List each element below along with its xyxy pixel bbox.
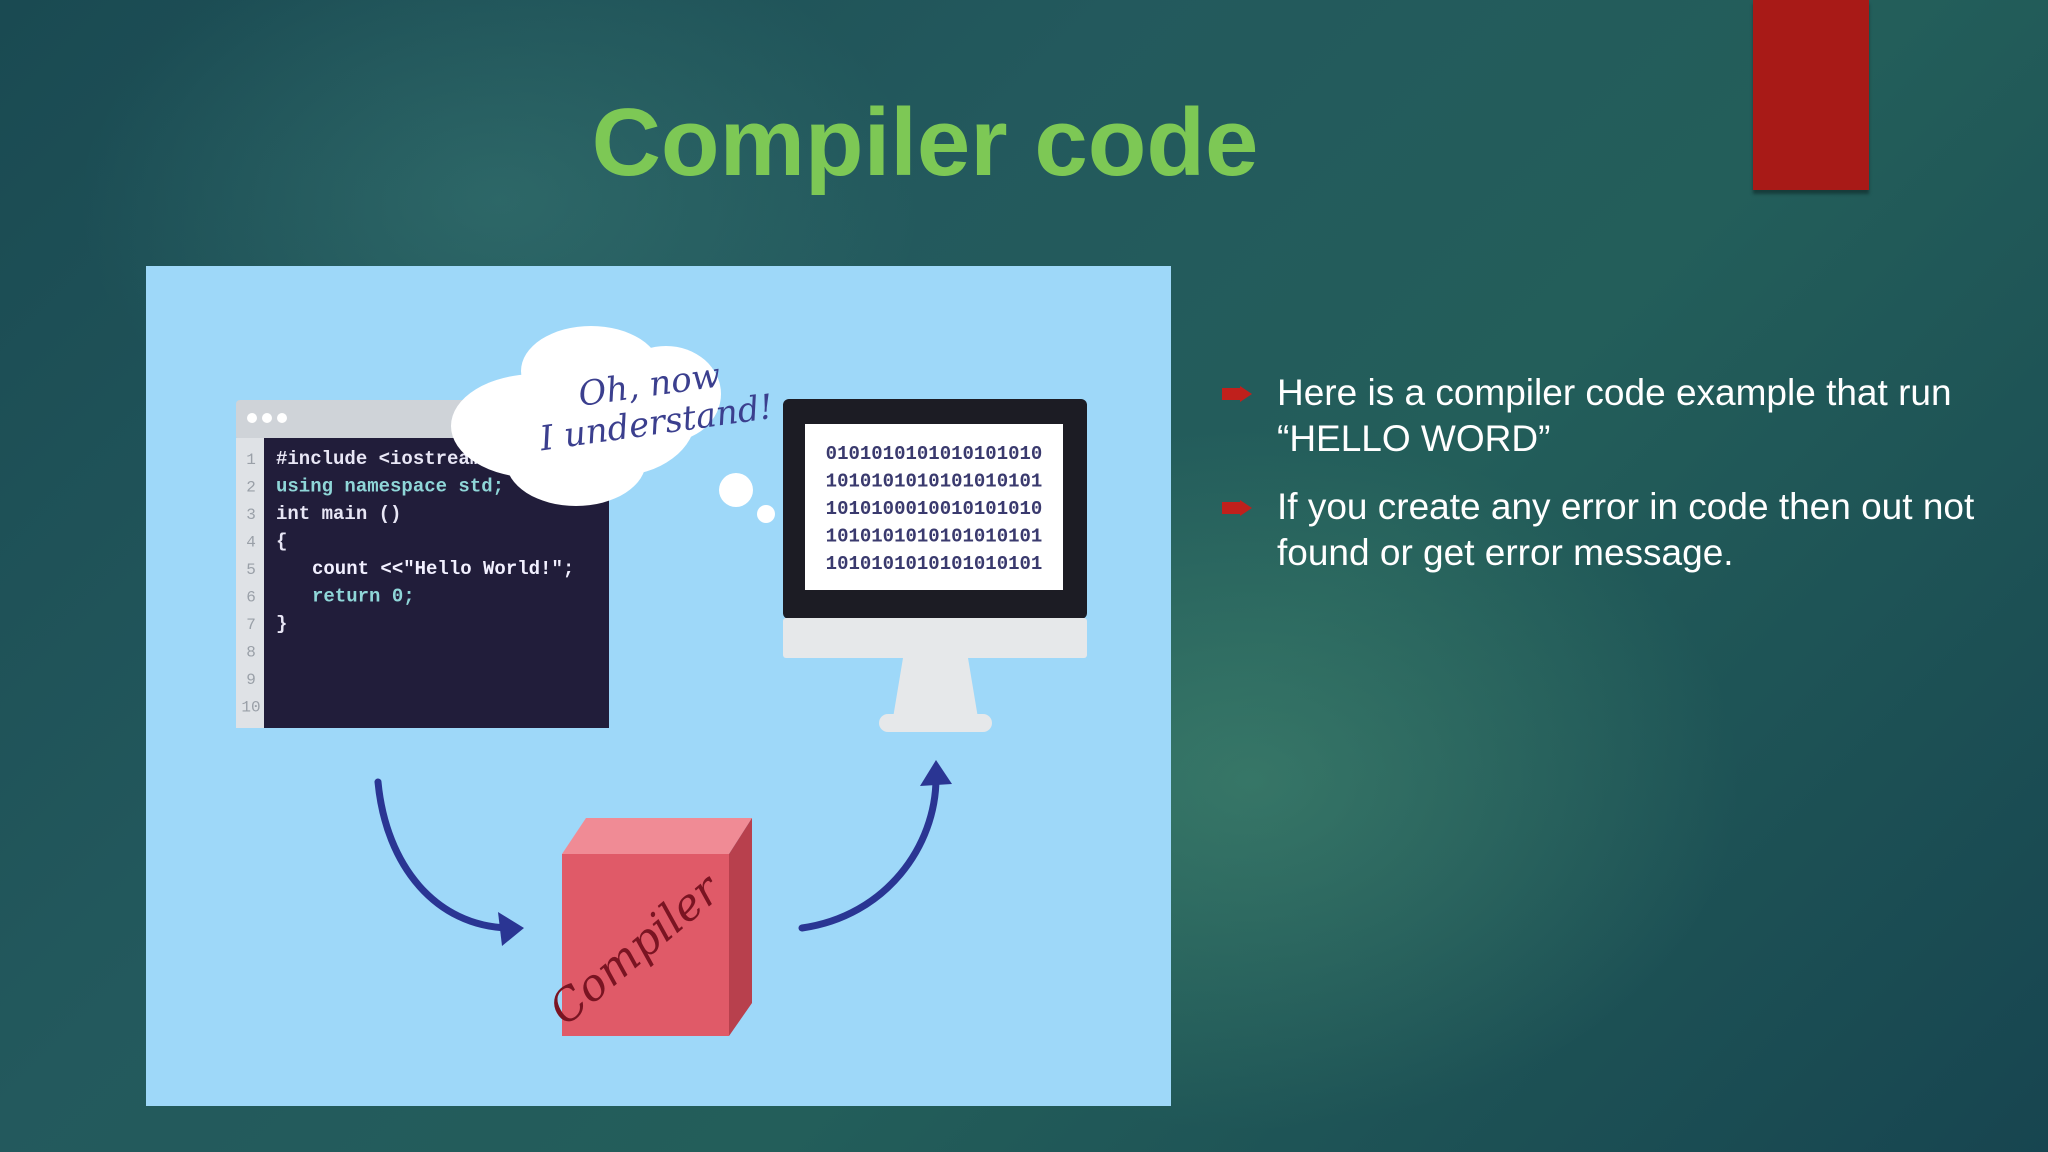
bullet-text: Here is a compiler code example that run… [1277, 372, 1952, 459]
arrow-to-monitor [798, 760, 952, 932]
window-dot [277, 413, 287, 423]
binary-line: 1010101010101010101 [826, 553, 1043, 575]
code-line-number: 3 [246, 506, 256, 524]
bullet-list: Here is a compiler code example that run… [1222, 370, 1982, 598]
slide-title: Compiler code [591, 89, 1259, 196]
code-line-number: 5 [246, 561, 256, 579]
red-accent-tab [1753, 0, 1869, 190]
code-line-number: 7 [246, 616, 256, 634]
monitor-icon: 0101010101010101010 1010101010101010101 10… [783, 399, 1087, 732]
code-line-number: 9 [246, 671, 256, 689]
bullet-item: Here is a compiler code example that run… [1222, 370, 1982, 462]
code-line-text: using namespace std; [276, 476, 504, 498]
arrow-bullet-icon [1222, 500, 1252, 516]
code-line-number: 2 [246, 479, 256, 497]
code-line-number: 10 [241, 699, 260, 717]
code-line-text: return 0; [312, 586, 415, 608]
window-dot [262, 413, 272, 423]
binary-line: 1010101010101010101 [826, 471, 1043, 493]
compiler-illustration: 1 #include <iostream> 2 using namespace std… [146, 266, 1171, 1106]
code-line-text: { [276, 531, 287, 553]
bullet-item: If you create any error in code then out… [1222, 484, 1982, 576]
binary-line: 0101010101010101010 [826, 443, 1043, 465]
code-line-number: 8 [246, 644, 256, 662]
code-line-number: 1 [246, 451, 256, 469]
binary-line: 1010101010101010101 [826, 526, 1043, 548]
code-line-text: #include <iostream> [276, 448, 493, 470]
arrow-bullet-icon [1222, 386, 1252, 402]
arrow-to-compiler [374, 778, 524, 946]
code-line-text: } [276, 613, 287, 635]
compiler-box: Compiler [540, 818, 752, 1036]
binary-line: 1010100010010101010 [826, 498, 1043, 520]
code-line-number: 4 [246, 534, 256, 552]
code-line-number: 6 [246, 589, 256, 607]
thought-bubble: Oh, now I understand! [451, 326, 776, 523]
bullet-text: If you create any error in code then out… [1277, 486, 1975, 573]
window-dot [247, 413, 257, 423]
code-line-text: int main () [276, 503, 401, 525]
code-line-text: count <<"Hello World!"; [312, 558, 574, 580]
